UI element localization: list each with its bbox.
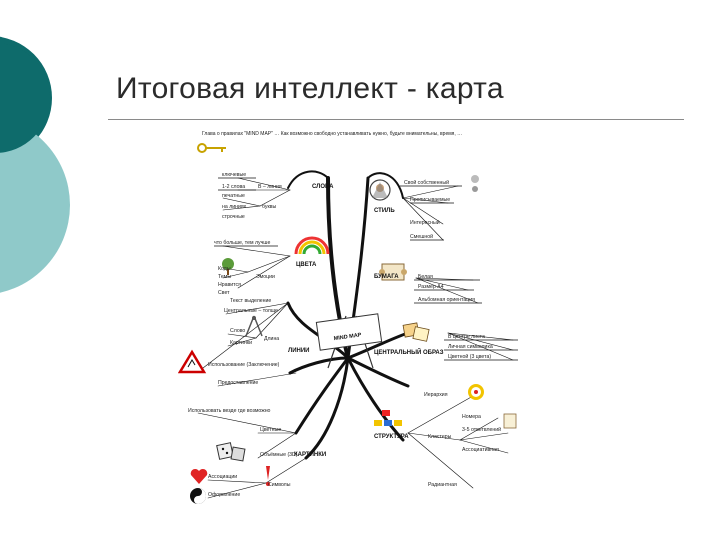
yin-yang-icon	[190, 488, 206, 504]
wizard-icon	[369, 179, 391, 201]
dice-icon	[216, 442, 246, 462]
paper-icon	[503, 413, 517, 429]
branch-label-cveta: ЦВЕТА	[296, 262, 317, 268]
mindmap-svg: MIND MAP	[178, 143, 518, 504]
leaf-label: Прописываемые	[410, 197, 450, 203]
leaf-label: Темы	[218, 274, 231, 280]
leaf-label: Свой собственный	[404, 179, 449, 186]
exclamation-icon	[266, 466, 270, 486]
structure-boxes-icon	[374, 410, 402, 426]
scroll-icon	[379, 263, 407, 281]
leaf-label: Смешной	[410, 233, 433, 240]
drafting-compass-icon	[245, 315, 263, 337]
leaf-label: ключевые	[222, 172, 246, 178]
leaf-label: Слово	[230, 328, 245, 334]
central-easel-image: MIND MAP	[315, 313, 383, 369]
glitter-icon	[471, 175, 479, 192]
slide-title: Итоговая интеллект - карта	[116, 72, 504, 105]
leaf-label: В – линия	[258, 184, 282, 190]
tree-icon	[222, 258, 234, 275]
leaf-label: 3-5 ответвлений	[462, 426, 501, 433]
branch-label-slova: СЛОВА	[312, 184, 334, 190]
mindmap-image: MIND MAP	[178, 128, 530, 514]
leaf-label: Эмоции	[256, 274, 275, 280]
leaf-label: Оформление	[208, 492, 240, 498]
side-note-label: Предоставление	[218, 380, 258, 386]
leaf-label: Ассоциации	[208, 474, 237, 480]
branch-label-struktura: СТРУКТУРА	[374, 434, 409, 440]
leaf-label: Длина	[264, 336, 279, 342]
title-divider	[108, 119, 684, 120]
branch-label-linii: ЛИНИИ	[288, 348, 309, 354]
collage-icon	[402, 322, 430, 342]
leaf-label: печатные	[222, 193, 245, 199]
branch-label-stil: СТИЛЬ	[374, 208, 395, 214]
leaf-label: Свет	[218, 290, 230, 296]
branch-label-centralnyi: ЦЕНТРАЛЬНЫЙ ОБРАЗ	[374, 348, 444, 356]
heart-icon	[190, 468, 208, 484]
leaf-label: Цветные	[260, 427, 281, 433]
side-note-label: Использование (Заключение)	[208, 362, 280, 368]
target-icon	[468, 384, 484, 400]
leaf-label: Альбомная ориентация	[418, 297, 475, 303]
leaf-label: на линиях	[222, 204, 247, 210]
leaf-label: что больше, тем лучше	[214, 240, 270, 246]
leaf-label: Использовать везде где возможно	[188, 408, 271, 414]
leaf-label: Радиантная	[428, 482, 457, 488]
teal-dark-overlay	[0, 43, 50, 153]
leaf-label: Белая	[418, 274, 433, 280]
warning-sign-icon	[178, 349, 207, 374]
leaf-label: Текст выделение	[230, 298, 271, 304]
leaf-label: Картинки	[230, 340, 252, 346]
leaf-label: Иерархия	[424, 392, 448, 398]
leaf-label: 1-2 слова	[222, 184, 245, 190]
leaf-label: буквы	[262, 204, 276, 210]
branch-label-kartinki: КАРТИНКИ	[294, 452, 326, 458]
leaf-label: Кластеры	[428, 434, 452, 440]
leaf-label: Символы	[268, 482, 291, 488]
leaf-label: Интересный	[410, 219, 440, 226]
branch-label-bumaga: БУМАГА	[374, 274, 399, 280]
teal-light-circle	[0, 117, 70, 293]
leaf-label: Центральные – толще	[224, 308, 278, 314]
leaf-label: Коды	[218, 266, 231, 272]
leaf-label: Размер А4	[418, 284, 444, 290]
key-icon	[197, 143, 226, 153]
leaf-label: В центре листа	[448, 334, 485, 340]
branch-underlines	[214, 177, 518, 361]
mindmap-intro-text: Глава о правилах "MIND MAP" … Как возмож…	[202, 131, 463, 137]
leaf-label: Цветной (3 цвета)	[448, 353, 491, 360]
rainbow-icon	[294, 236, 330, 255]
leaf-label: Личная символика	[448, 344, 493, 350]
leaf-label: строчные	[222, 214, 245, 220]
leaf-label: Объёмные (3D)	[260, 452, 298, 458]
leaf-label: Номера	[462, 414, 481, 420]
leaf-label: Нравится	[218, 282, 241, 288]
leaf-label: Ассоциативная	[462, 447, 499, 453]
center-label: MIND MAP	[333, 332, 362, 342]
